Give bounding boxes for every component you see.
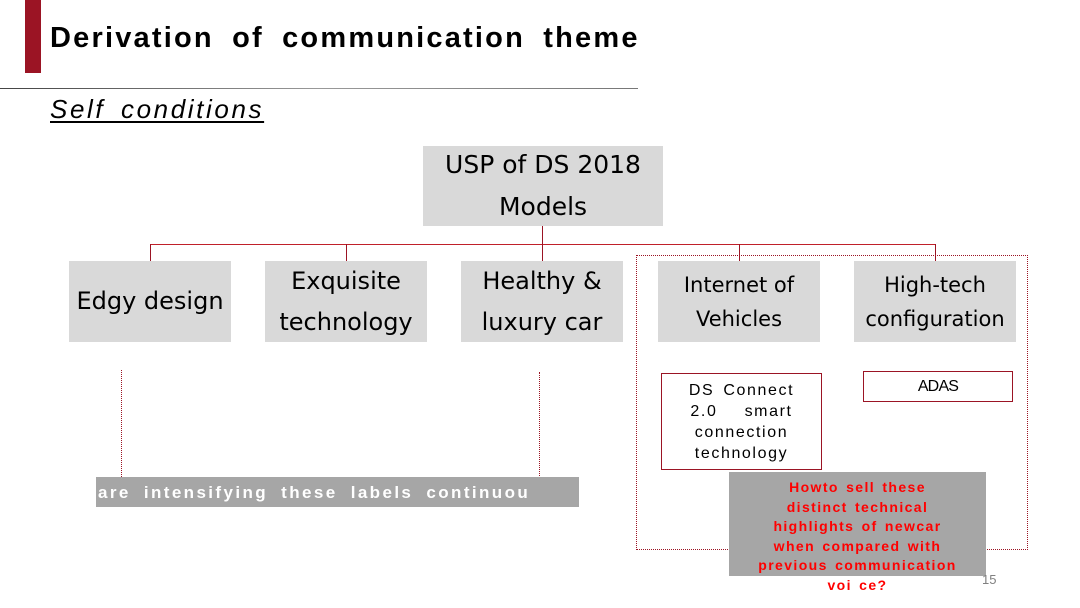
drop-connector-3 [542, 244, 543, 261]
node-label-line1: High-tech [884, 272, 986, 297]
title-divider [0, 88, 638, 89]
node-healthy-luxury-car: Healthy & luxury car [461, 261, 623, 342]
question-line: voi ce? [827, 576, 888, 593]
sub-item-line: technology [694, 445, 789, 462]
question-line: previous communication [758, 557, 957, 573]
node-label-line1: Internet of [683, 272, 795, 297]
sub-item-line: connection [694, 424, 789, 441]
node-label-line2: configuration [865, 306, 1005, 331]
question-line: when compared with [773, 537, 942, 554]
node-exquisite-technology: Exquisite technology [265, 261, 427, 342]
root-connector [542, 226, 543, 261]
question-line: highlights of newcar [773, 518, 942, 534]
node-internet-of-vehicles: Internet of Vehicles [658, 261, 820, 342]
branch-connector [150, 244, 936, 245]
slide-title: Derivation of communication theme [50, 22, 640, 54]
node-label-line2: Vehicles [695, 306, 783, 331]
drop-connector-1 [150, 244, 151, 261]
node-label-line1: Exquisite [291, 266, 401, 295]
root-node: USP of DS 2018 Models [423, 146, 663, 226]
leader-line-left [121, 370, 122, 477]
node-label-line2: technology [279, 307, 413, 336]
drop-connector-4 [739, 244, 740, 261]
question-callout: Howto sell these distinct technical high… [729, 478, 986, 595]
node-edgy-design-label: Edgy design [76, 287, 224, 315]
sub-item-line: 2.0 smart [690, 403, 793, 420]
question-line: distinct technical [786, 498, 929, 515]
question-callout-background [729, 472, 986, 576]
title-accent-bar [25, 0, 41, 73]
labels-banner: are intensifying these labels continuou [96, 477, 579, 507]
page-number: 15 [982, 572, 997, 587]
drop-connector-5 [935, 244, 936, 261]
sub-item-adas: ADAS [863, 371, 1013, 402]
root-node-line1: USP of DS 2018 [445, 150, 641, 179]
node-high-tech-configuration: High-tech configuration [854, 261, 1016, 342]
question-line: Howto sell these [789, 479, 926, 495]
node-label-line2: luxury car [481, 307, 603, 336]
slide-subtitle: Self conditions [50, 94, 265, 124]
sub-item-ds-connect: DS Connect 2.0 smart connection technolo… [661, 373, 822, 470]
drop-connector-2 [346, 244, 347, 261]
root-node-line2: Models [498, 192, 588, 221]
node-edgy-design: Edgy design [69, 261, 231, 342]
node-label-line1: Healthy & [482, 266, 602, 295]
sub-item-line: DS Connect [688, 382, 795, 399]
leader-line-right [539, 372, 540, 490]
